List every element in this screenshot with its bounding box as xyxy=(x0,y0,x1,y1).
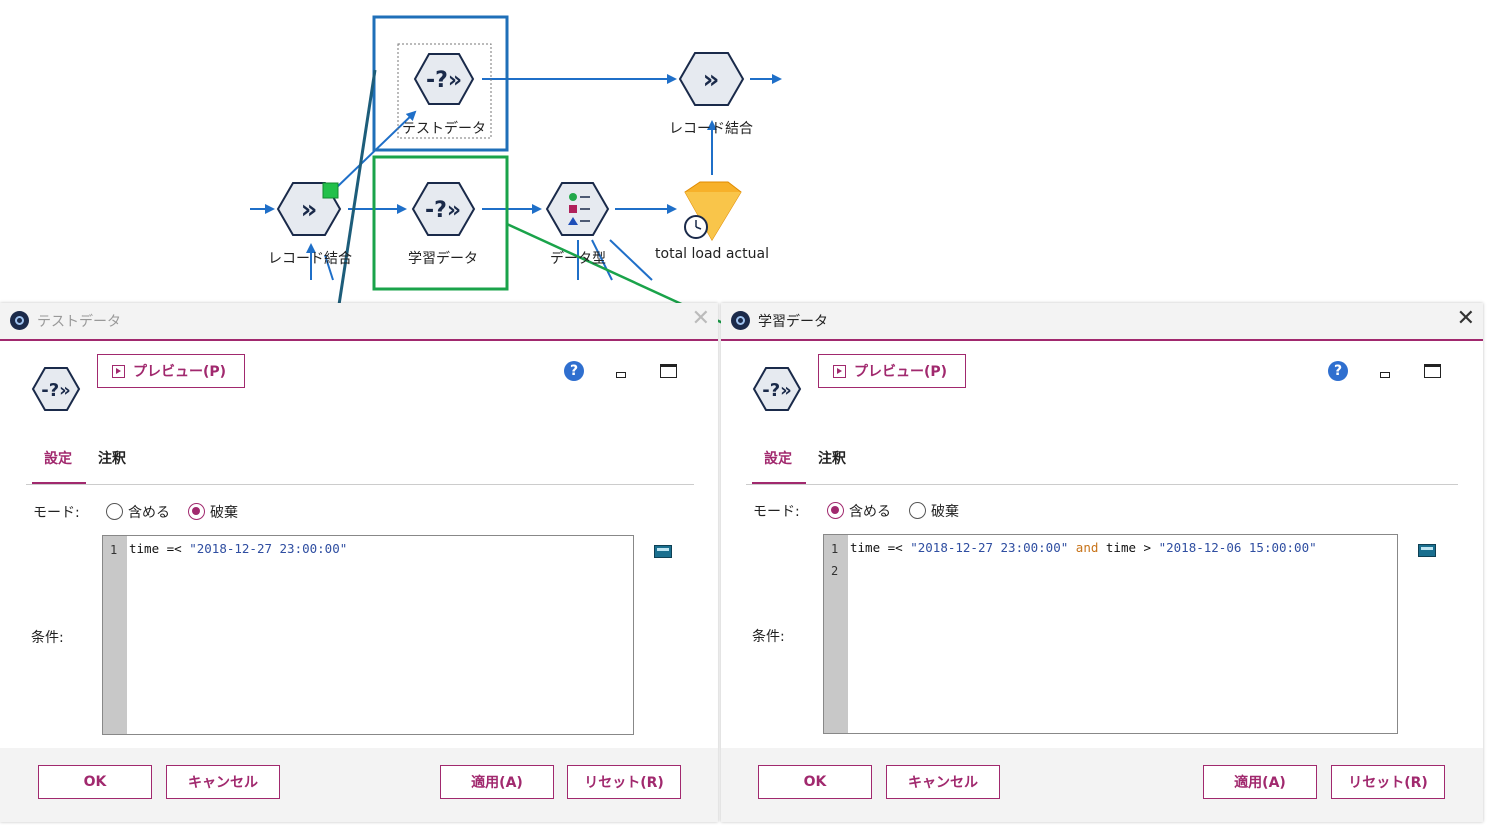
condition-editor[interactable]: 1 time =< "2018-12-27 23:00:00" xyxy=(102,535,634,735)
tab-divider xyxy=(746,484,1458,485)
apply-button[interactable]: 適用(A) xyxy=(440,765,554,799)
mode-label: モード: xyxy=(33,505,80,521)
help-icon[interactable]: ? xyxy=(564,361,584,381)
play-icon xyxy=(833,364,846,378)
dialog-titlebar: テストデータ ✕ xyxy=(0,303,718,341)
svg-text:-?»: -?» xyxy=(425,198,461,223)
preview-button[interactable]: プレビュー(P) xyxy=(97,354,245,388)
active-tab-underline xyxy=(32,482,86,484)
line-number-gutter: 1 xyxy=(103,536,127,734)
cancel-button[interactable]: キャンセル xyxy=(166,765,280,799)
help-icon[interactable]: ? xyxy=(1328,361,1348,381)
maximize-icon[interactable] xyxy=(1424,364,1441,378)
cancel-button[interactable]: キャンセル xyxy=(886,765,1000,799)
tab-annotations[interactable]: 注釈 xyxy=(818,451,846,467)
dialog-title: テストデータ xyxy=(37,314,121,330)
train-data-dialog: 学習データ ✕ -?» プレビュー(P) ? 設定 注釈 モード: 含める 破棄… xyxy=(721,303,1483,822)
test-data-dialog: テストデータ ✕ -?» プレビュー(P) ? 設定 注釈 モード: 含める 破… xyxy=(0,303,718,822)
minimize-icon[interactable] xyxy=(1380,372,1390,378)
dialog-title: 学習データ xyxy=(758,314,828,330)
svg-text:»: » xyxy=(703,65,720,95)
data-type-node-label: データ型 xyxy=(550,251,606,267)
merge-node-top[interactable]: » xyxy=(678,52,745,106)
svg-text:-?»: -?» xyxy=(426,68,462,93)
merge-top-node-label: レコード結合 xyxy=(669,121,753,137)
condition-editor[interactable]: 1 2 time =< "2018-12-27 23:00:00" and ti… xyxy=(823,534,1398,734)
select-node-icon: -?» xyxy=(31,367,81,411)
discard-radio[interactable] xyxy=(909,502,926,519)
condition-label: 条件: xyxy=(752,629,785,645)
total-load-node-label: total load actual xyxy=(655,246,769,262)
tab-settings[interactable]: 設定 xyxy=(44,451,72,467)
discard-radio[interactable] xyxy=(188,503,205,520)
app-logo-icon xyxy=(731,311,750,330)
merge-node-left[interactable]: » xyxy=(276,182,342,236)
dialog-footer: OK キャンセル 適用(A) リセット(R) xyxy=(0,748,718,822)
data-type-node[interactable] xyxy=(545,182,610,236)
tab-annotations[interactable]: 注釈 xyxy=(98,451,126,467)
include-radio[interactable] xyxy=(106,503,123,520)
include-label: 含める xyxy=(128,505,170,521)
minimize-icon[interactable] xyxy=(616,372,626,378)
connection-lines xyxy=(250,74,782,281)
train-data-node-label: 学習データ xyxy=(408,251,478,267)
ok-button[interactable]: OK xyxy=(758,765,872,799)
reset-button[interactable]: リセット(R) xyxy=(567,765,681,799)
apply-button[interactable]: 適用(A) xyxy=(1203,765,1317,799)
total-load-model-node[interactable] xyxy=(684,181,742,241)
train-data-highlight xyxy=(372,155,509,291)
merge-left-node-label: レコード結合 xyxy=(268,251,352,267)
maximize-icon[interactable] xyxy=(660,364,677,378)
line-number-gutter: 1 2 xyxy=(824,535,848,733)
test-data-node-label: テストデータ xyxy=(402,121,486,137)
test-data-node[interactable]: -?» xyxy=(413,53,475,105)
select-node-icon: -?» xyxy=(752,367,802,411)
close-icon[interactable]: ✕ xyxy=(691,306,710,331)
line-number: 1 xyxy=(110,543,118,557)
preview-button[interactable]: プレビュー(P) xyxy=(818,354,966,388)
train-data-node[interactable]: -?» xyxy=(411,182,476,236)
condition-code: time =< "2018-12-27 23:00:00" and time >… xyxy=(850,540,1317,555)
close-icon[interactable]: ✕ xyxy=(1456,306,1475,331)
preview-label: プレビュー(P) xyxy=(133,364,227,380)
line-number: 2 xyxy=(831,564,839,578)
include-label: 含める xyxy=(849,504,891,520)
svg-text:»: » xyxy=(301,195,318,225)
active-tab-underline xyxy=(752,482,806,484)
expression-builder-icon[interactable] xyxy=(1418,544,1436,557)
expression-builder-icon[interactable] xyxy=(654,545,672,558)
play-icon xyxy=(112,364,125,378)
app-logo-icon xyxy=(10,311,29,330)
dialog-footer: OK キャンセル 適用(A) リセット(R) xyxy=(721,748,1483,822)
dialog-titlebar: 学習データ ✕ xyxy=(721,303,1483,341)
reset-button[interactable]: リセット(R) xyxy=(1331,765,1445,799)
line-number: 1 xyxy=(831,542,839,556)
tab-settings[interactable]: 設定 xyxy=(764,451,792,467)
svg-text:-?»: -?» xyxy=(762,380,792,401)
discard-label: 破棄 xyxy=(931,504,959,520)
mode-label: モード: xyxy=(753,504,800,520)
discard-label: 破棄 xyxy=(210,505,238,521)
svg-text:-?»: -?» xyxy=(41,380,71,401)
include-radio[interactable] xyxy=(827,502,844,519)
tab-divider xyxy=(26,484,694,485)
condition-code: time =< "2018-12-27 23:00:00" xyxy=(129,541,348,556)
preview-label: プレビュー(P) xyxy=(854,364,948,380)
condition-label: 条件: xyxy=(31,630,64,646)
ok-button[interactable]: OK xyxy=(38,765,152,799)
